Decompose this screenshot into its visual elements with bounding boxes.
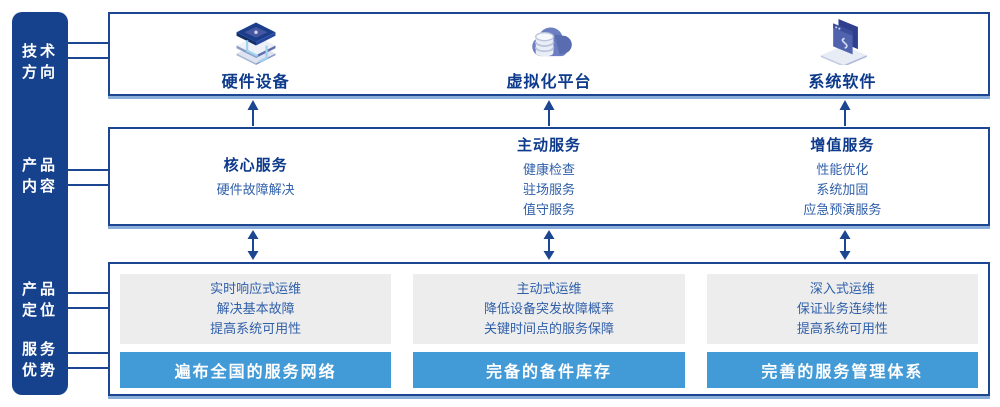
sidebar-label-product-position: 产品 定位 xyxy=(12,279,68,321)
double-arrow xyxy=(839,230,851,260)
position-description-box: 实时响应式运维 解决基本故障 提高系统可用性 xyxy=(120,274,392,344)
cloud-database-icon xyxy=(520,17,578,65)
position-line: 保证业务连续性 xyxy=(796,301,888,316)
connector-line xyxy=(66,367,110,369)
up-arrow xyxy=(247,100,259,126)
sidebar-label-line: 产品 xyxy=(21,157,58,174)
sidebar-label-line: 技术 xyxy=(21,43,58,60)
position-line: 提高系统可用性 xyxy=(210,321,302,336)
product-content-panel: 核心服务 硬件故障解决 主动服务 健康检查 驻场服务 值守服务 增值服务 性能优… xyxy=(108,127,990,226)
service-col-core: 核心服务 硬件故障解决 xyxy=(120,129,391,224)
service-col-proactive: 主动服务 健康检查 驻场服务 值守服务 xyxy=(413,129,684,224)
service-title: 增值服务 xyxy=(810,136,875,154)
position-line: 解决基本故障 xyxy=(216,301,295,316)
double-arrow xyxy=(543,230,555,260)
position-col-proactive: 主动式运维 降低设备突发故障概率 关键时间点的服务保障 完备的备件库存 xyxy=(413,274,685,388)
service-line: 值守服务 xyxy=(522,201,575,217)
advantage-bar: 完善的服务管理体系 xyxy=(706,352,978,388)
position-col-realtime: 实时响应式运维 解决基本故障 提高系统可用性 遍布全国的服务网络 xyxy=(120,274,392,388)
server-stack-icon xyxy=(227,17,285,65)
service-line: 健康检查 xyxy=(522,161,575,177)
connector-line xyxy=(66,292,110,294)
position-line: 提高系统可用性 xyxy=(796,321,888,336)
service-line: 系统加固 xyxy=(816,181,869,197)
service-line: 驻场服务 xyxy=(522,181,575,197)
sidebar-label-line: 方向 xyxy=(21,64,58,81)
sidebar-label-line: 定位 xyxy=(21,302,58,319)
position-description-box: 主动式运维 降低设备突发故障概率 关键时间点的服务保障 xyxy=(413,274,685,344)
double-arrow xyxy=(247,230,259,260)
service-col-value-added: 增值服务 性能优化 系统加固 应急预演服务 xyxy=(707,129,978,224)
sidebar-label-line: 内容 xyxy=(21,178,58,195)
connector-line xyxy=(66,57,110,59)
product-position-panel: 实时响应式运维 解决基本故障 提高系统可用性 遍布全国的服务网络 主动式运维 降… xyxy=(108,262,990,396)
sidebar-label-product-content: 产品 内容 xyxy=(12,155,68,197)
position-line: 深入式运维 xyxy=(809,281,875,296)
software-window-icon xyxy=(813,17,871,65)
service-line: 性能优化 xyxy=(816,161,869,177)
advantage-bar: 完备的备件库存 xyxy=(413,352,685,388)
tech-item-virtualization: 虚拟化平台 xyxy=(413,14,684,94)
sidebar-label-tech-direction: 技术 方向 xyxy=(12,41,68,83)
position-line: 降低设备突发故障概率 xyxy=(483,301,614,316)
service-title: 核心服务 xyxy=(223,156,288,174)
position-col-indepth: 深入式运维 保证业务连续性 提高系统可用性 完善的服务管理体系 xyxy=(706,274,978,388)
connector-line xyxy=(66,352,110,354)
sidebar-label-line: 产品 xyxy=(21,281,58,298)
up-arrow xyxy=(543,100,555,126)
advantage-bar: 遍布全国的服务网络 xyxy=(120,352,392,388)
service-line: 应急预演服务 xyxy=(803,201,882,217)
connector-line xyxy=(66,307,110,309)
service-title: 主动服务 xyxy=(516,136,581,154)
up-arrow xyxy=(839,100,851,126)
category-sidebar: 技术 方向 产品 内容 产品 定位 服务 优势 xyxy=(12,12,68,395)
position-description-box: 深入式运维 保证业务连续性 提高系统可用性 xyxy=(706,274,978,344)
tech-label: 系统软件 xyxy=(808,73,877,91)
connector-line xyxy=(66,169,110,171)
position-line: 关键时间点的服务保障 xyxy=(483,321,614,336)
tech-item-system-software: 系统软件 xyxy=(707,14,978,94)
tech-direction-panel: 硬件设备 虚拟化平台 xyxy=(108,12,990,96)
tech-label: 虚拟化平台 xyxy=(506,73,592,91)
sidebar-label-line: 服务 xyxy=(21,341,58,358)
sidebar-label-service-advantage: 服务 优势 xyxy=(12,339,68,381)
position-line: 实时响应式运维 xyxy=(210,281,302,296)
tech-item-hardware: 硬件设备 xyxy=(120,14,391,94)
connector-line xyxy=(66,184,110,186)
service-line: 硬件故障解决 xyxy=(216,181,295,197)
sidebar-label-line: 优势 xyxy=(21,362,58,379)
tech-label: 硬件设备 xyxy=(221,73,290,91)
connector-line xyxy=(66,42,110,44)
position-line: 主动式运维 xyxy=(516,281,582,296)
